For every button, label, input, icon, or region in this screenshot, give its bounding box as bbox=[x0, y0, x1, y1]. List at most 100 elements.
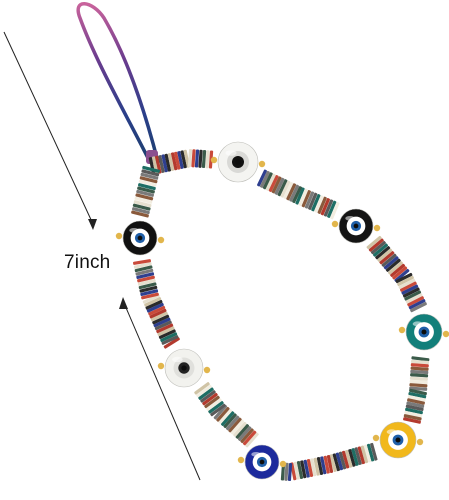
clay-disc-bead bbox=[280, 180, 291, 198]
clay-disc-bead bbox=[326, 455, 334, 473]
clay-disc-bead bbox=[407, 398, 425, 405]
clay-disc-bead bbox=[306, 459, 314, 477]
clay-disc-bead bbox=[314, 195, 324, 213]
clay-disc-bead bbox=[242, 430, 257, 446]
clay-disc-bead bbox=[370, 442, 378, 461]
clay-disc-bead bbox=[202, 392, 218, 406]
gold-spacer-bead bbox=[398, 326, 406, 334]
clay-disc-bead bbox=[313, 457, 320, 476]
clay-disc-bead bbox=[394, 268, 410, 283]
clay-disc-bead bbox=[132, 203, 151, 211]
clay-disc-bead bbox=[397, 275, 414, 287]
clay-disc-bead bbox=[372, 243, 389, 257]
clear-eye-bead-top bbox=[217, 141, 259, 183]
clay-disc-bead bbox=[167, 153, 175, 171]
clay-disc-bead bbox=[133, 200, 152, 208]
clay-disc-bead bbox=[201, 149, 207, 169]
clay-disc-bead bbox=[411, 356, 430, 362]
clay-disc-bead bbox=[406, 401, 425, 408]
clay-disc-bead bbox=[289, 184, 300, 202]
measure-arrow-top bbox=[3, 31, 97, 230]
gold-spacer-bead bbox=[373, 224, 381, 232]
clay-disc-bead bbox=[240, 428, 254, 444]
clay-disc-bead bbox=[135, 268, 154, 276]
clay-disc-bead bbox=[410, 369, 429, 375]
clay-disc-bead bbox=[405, 293, 423, 304]
clay-disc-bead bbox=[366, 443, 375, 462]
clay-disc-bead bbox=[136, 272, 155, 280]
clay-disc-bead bbox=[131, 210, 149, 218]
clay-disc-bead bbox=[286, 183, 297, 201]
clay-disc-bead bbox=[375, 246, 391, 260]
clay-disc-bead bbox=[198, 149, 203, 168]
clay-disc-bead bbox=[296, 461, 304, 479]
clay-disc-bead bbox=[392, 266, 408, 280]
clay-disc-bead bbox=[225, 415, 240, 431]
clay-disc-bead bbox=[213, 404, 228, 420]
clay-disc-bead bbox=[379, 251, 395, 265]
clay-disc-bead bbox=[137, 275, 155, 283]
clay-disc-bead bbox=[298, 188, 308, 206]
clay-disc-bead bbox=[390, 263, 406, 278]
clay-disc-bead bbox=[233, 421, 247, 437]
gold-spacer-bead bbox=[157, 236, 165, 244]
clay-disc-bead bbox=[163, 337, 180, 349]
clay-disc-bead bbox=[137, 183, 156, 191]
cord-loop bbox=[76, 2, 160, 164]
clay-disc-bead bbox=[405, 407, 423, 415]
clay-disc-bead bbox=[410, 301, 427, 313]
clay-disc-bead bbox=[407, 296, 425, 307]
clay-disc-bead bbox=[135, 193, 154, 201]
yellow-eye-bead bbox=[379, 421, 417, 459]
clay-disc-bead bbox=[138, 282, 157, 290]
clay-disc-bead bbox=[198, 387, 214, 400]
clay-disc-bead bbox=[141, 169, 160, 177]
clay-disc-bead bbox=[204, 395, 220, 409]
clay-disc-bead bbox=[407, 395, 426, 402]
clay-disc-bead bbox=[206, 398, 222, 411]
clay-disc-bead bbox=[137, 186, 155, 194]
clay-disc-bead bbox=[403, 417, 421, 424]
clay-disc-bead bbox=[351, 448, 359, 466]
gold-spacer-bead bbox=[210, 156, 218, 164]
clay-disc-bead bbox=[401, 284, 419, 295]
gold-spacer-bead bbox=[157, 362, 165, 370]
clay-disc-bead bbox=[228, 417, 242, 433]
clay-disc-bead bbox=[283, 182, 294, 199]
clay-disc-bead bbox=[153, 317, 171, 328]
clay-disc-bead bbox=[145, 299, 163, 310]
clay-disc-bead bbox=[348, 449, 356, 467]
clay-disc-bead bbox=[363, 444, 372, 463]
clay-disc-bead bbox=[187, 148, 193, 168]
clay-disc-bead bbox=[341, 450, 350, 469]
clay-disc-bead bbox=[210, 403, 226, 417]
clay-disc-bead bbox=[245, 432, 259, 448]
clay-disc-bead bbox=[399, 281, 417, 292]
clay-disc-bead bbox=[320, 456, 327, 475]
clay-disc-bead bbox=[304, 191, 315, 209]
clay-disc-bead bbox=[157, 326, 175, 337]
clay-disc-bead bbox=[398, 278, 416, 289]
clay-disc-bead bbox=[410, 363, 429, 368]
clay-disc-bead bbox=[403, 414, 422, 421]
bead-chain bbox=[115, 141, 449, 482]
clay-disc-bead bbox=[218, 409, 233, 424]
clay-disc-bead bbox=[216, 406, 230, 422]
clay-disc-bead bbox=[262, 172, 273, 190]
clay-disc-bead bbox=[208, 401, 224, 414]
clay-disc-bead bbox=[142, 165, 161, 173]
clay-disc-bead bbox=[194, 149, 200, 168]
clay-disc-bead bbox=[259, 170, 270, 188]
gold-spacer-bead bbox=[331, 220, 339, 228]
clay-disc-bead bbox=[310, 458, 317, 477]
clay-disc-bead bbox=[287, 462, 293, 482]
clay-disc-bead bbox=[170, 152, 178, 171]
clay-disc-bead bbox=[139, 285, 158, 293]
teal-eye-bead bbox=[405, 313, 443, 351]
clay-disc-bead bbox=[408, 391, 427, 399]
clay-disc-bead bbox=[155, 155, 162, 174]
clay-disc-bead bbox=[257, 169, 267, 187]
clay-disc-bead bbox=[409, 388, 427, 396]
clay-disc-bead bbox=[161, 154, 168, 173]
gold-spacer-bead bbox=[416, 438, 424, 446]
